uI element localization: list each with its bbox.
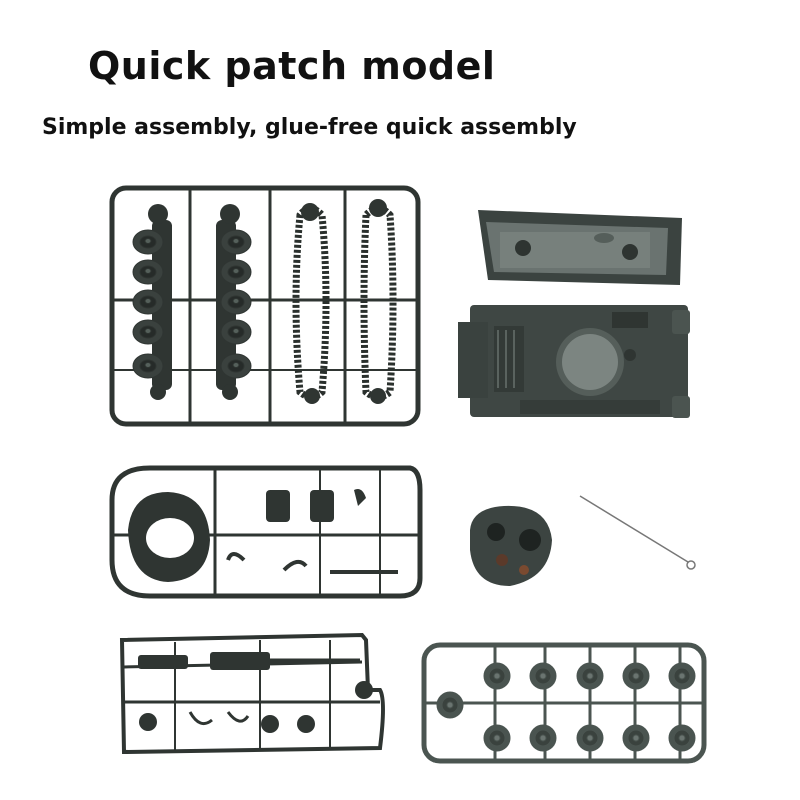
lower-hull-part <box>478 210 682 285</box>
antenna-wire-part <box>579 495 696 570</box>
sprue-gun-accessories <box>119 632 385 755</box>
product-title: Quick patch model <box>88 44 496 88</box>
sprue-wheels-tracks <box>109 185 421 427</box>
sprue-discs <box>421 642 707 764</box>
upper-hull-part <box>458 305 690 418</box>
turret-part <box>470 505 552 586</box>
sprue-turret-base <box>109 465 423 599</box>
product-subtitle: Simple assembly, glue-free quick assembl… <box>42 115 577 140</box>
